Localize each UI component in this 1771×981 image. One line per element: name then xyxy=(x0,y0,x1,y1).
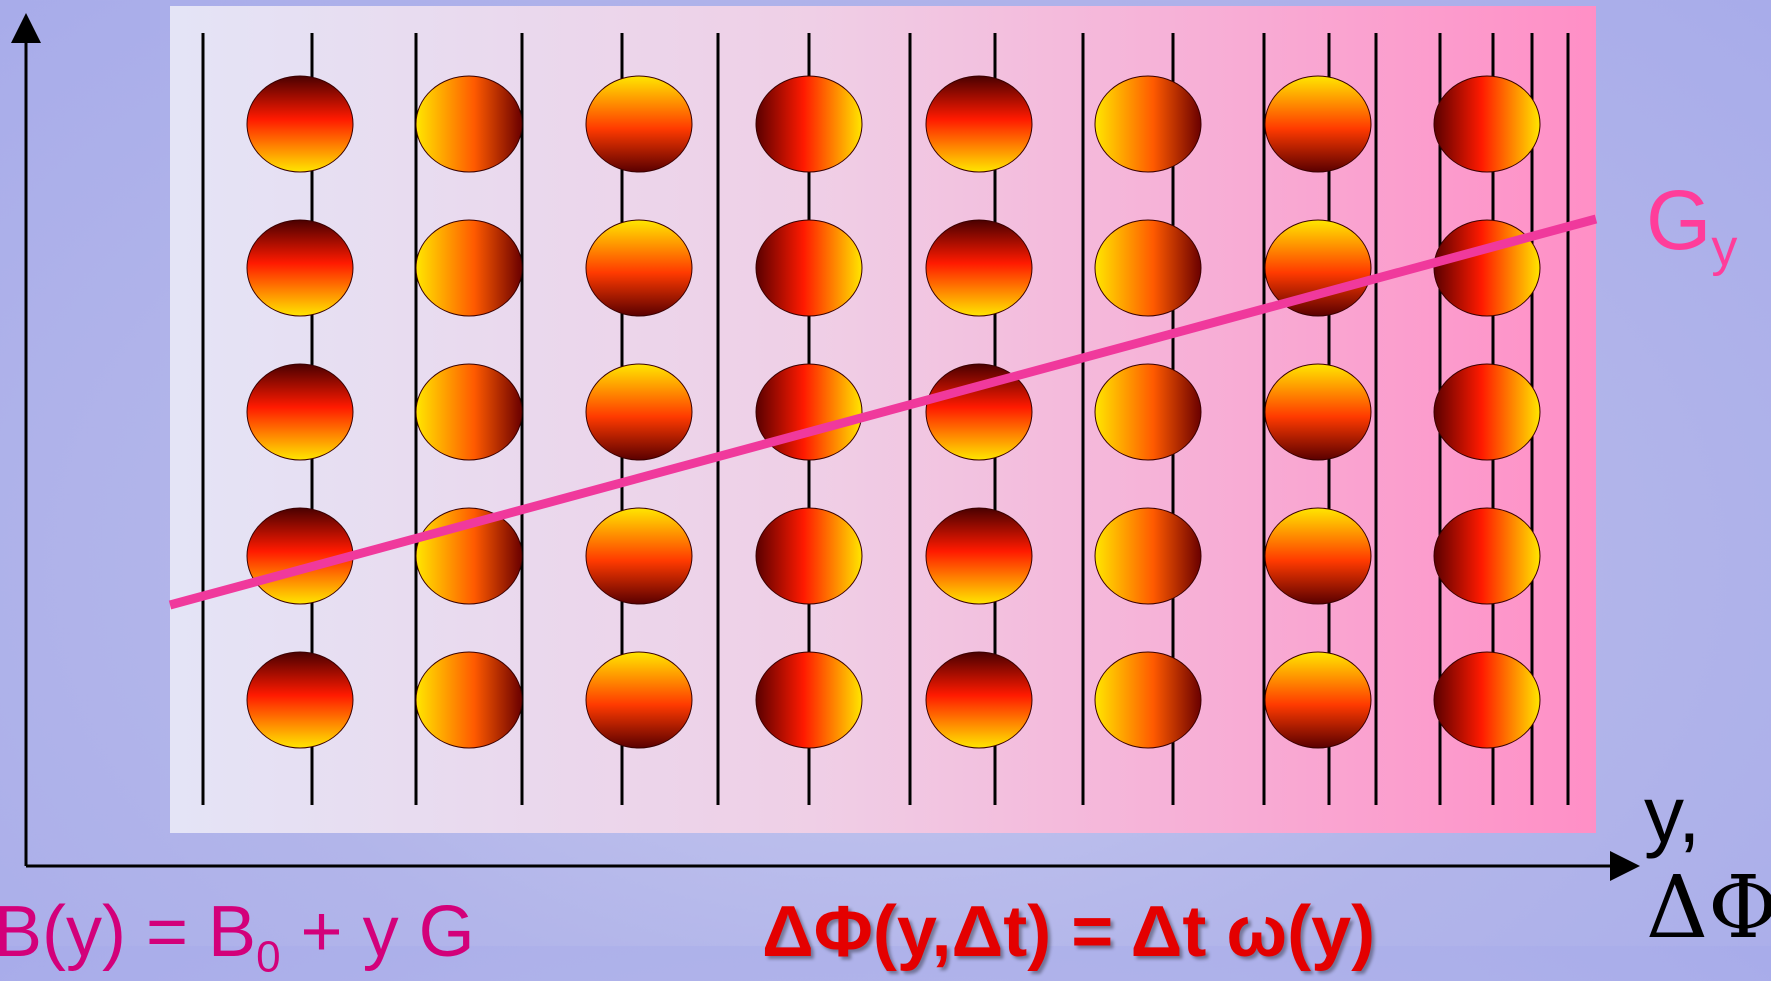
spin-marker xyxy=(926,652,1032,748)
field-equation: B(y) = B0 + y G xyxy=(0,896,475,979)
sample-panel xyxy=(170,6,1596,833)
spin-marker xyxy=(416,220,522,316)
axis-label-phase: ΔΦ xyxy=(1646,865,1771,951)
spin-marker xyxy=(247,76,353,172)
spin-marker xyxy=(1095,364,1201,460)
field-equation-rhs: + y G xyxy=(281,892,475,972)
spin-marker xyxy=(1434,508,1540,604)
spin-marker xyxy=(1095,76,1201,172)
spin-marker xyxy=(1265,364,1371,460)
spin-marker xyxy=(586,652,692,748)
gradient-label-main: G xyxy=(1646,173,1711,267)
spin-marker xyxy=(756,652,862,748)
spin-marker xyxy=(1434,652,1540,748)
spin-marker xyxy=(416,76,522,172)
field-equation-sub: 0 xyxy=(256,932,280,981)
spin-marker xyxy=(1095,220,1201,316)
spin-marker xyxy=(1265,652,1371,748)
axis-label-y: y, xyxy=(1644,775,1700,855)
spin-marker xyxy=(247,220,353,316)
spin-marker xyxy=(586,508,692,604)
spin-marker xyxy=(247,364,353,460)
spin-marker xyxy=(926,220,1032,316)
gradient-label: Gy xyxy=(1646,178,1737,274)
spin-marker xyxy=(586,364,692,460)
gradient-label-sub: y xyxy=(1711,219,1737,277)
spin-marker xyxy=(247,652,353,748)
spin-marker xyxy=(1095,652,1201,748)
spin-marker xyxy=(416,652,522,748)
spin-marker xyxy=(756,508,862,604)
spin-marker xyxy=(1265,76,1371,172)
spin-marker xyxy=(1265,508,1371,604)
spin-marker xyxy=(1434,76,1540,172)
spin-marker xyxy=(756,220,862,316)
field-equation-lhs: B(y) = B xyxy=(0,892,256,972)
spin-marker xyxy=(586,220,692,316)
spin-marker xyxy=(926,508,1032,604)
spin-marker xyxy=(416,364,522,460)
mri-gradient-diagram xyxy=(0,0,1771,946)
spin-marker xyxy=(586,76,692,172)
spin-marker xyxy=(756,76,862,172)
spin-marker xyxy=(1095,508,1201,604)
phase-equation: ΔΦ(y,Δt) = Δt ω(y) xyxy=(762,896,1375,968)
spin-marker xyxy=(1434,364,1540,460)
spin-marker xyxy=(926,76,1032,172)
